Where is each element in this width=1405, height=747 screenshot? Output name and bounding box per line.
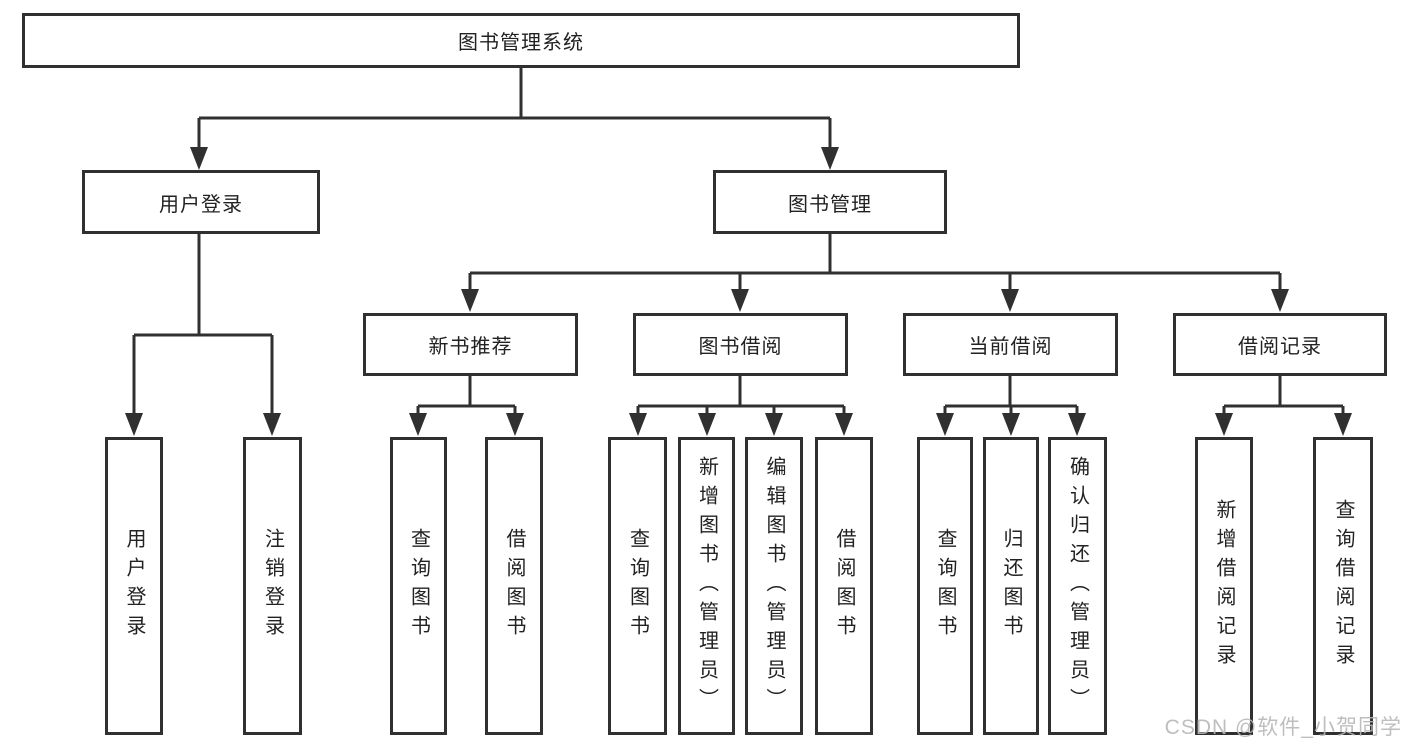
leaf-bb-add-books-admin-label: 新增图书（管理员） [695, 455, 718, 717]
leaf-logout: 注销登录 [243, 437, 302, 735]
node-borrowing-records: 借阅记录 [1173, 313, 1387, 376]
leaf-rec-borrow-books-label: 借阅图书 [503, 528, 525, 644]
leaf-br-query-record-label: 查询借阅记录 [1332, 499, 1354, 673]
leaf-cb-query-books-label: 查询图书 [934, 528, 956, 644]
leaf-logout-label: 注销登录 [261, 528, 284, 644]
leaf-cb-query-books: 查询图书 [917, 437, 973, 735]
node-new-book-recommend: 新书推荐 [363, 313, 578, 376]
leaf-bb-query-books: 查询图书 [608, 437, 667, 735]
leaf-cb-return-books-label: 归还图书 [1000, 528, 1022, 644]
leaf-bb-borrow-books-label: 借阅图书 [833, 528, 855, 644]
node-book-management: 图书管理 [713, 170, 947, 234]
leaf-br-add-record-label: 新增借阅记录 [1213, 499, 1235, 673]
leaf-user-login-label: 用户登录 [123, 528, 145, 644]
leaf-bb-query-books-label: 查询图书 [626, 528, 649, 644]
leaf-br-query-record: 查询借阅记录 [1313, 437, 1373, 735]
leaf-cb-return-books: 归还图书 [983, 437, 1039, 735]
leaf-rec-query-books-label: 查询图书 [407, 528, 430, 644]
arrowhead-icons [125, 147, 1352, 436]
leaf-cb-confirm-return-admin: 确认归还（管理员） [1048, 437, 1107, 735]
leaf-bb-edit-books-admin: 编辑图书（管理员） [745, 437, 803, 735]
node-user-login: 用户登录 [82, 170, 320, 234]
node-book-borrowing: 图书借阅 [633, 313, 848, 376]
leaf-rec-query-books: 查询图书 [390, 437, 447, 735]
watermark: CSDN @软件_小贺同学 [1164, 716, 1402, 739]
leaf-cb-confirm-return-admin-label: 确认归还（管理员） [1066, 455, 1089, 717]
leaf-user-login: 用户登录 [105, 437, 163, 735]
leaf-bb-edit-books-admin-label: 编辑图书（管理员） [763, 455, 785, 717]
node-library-management-system: 图书管理系统 [22, 13, 1020, 68]
node-current-borrowing: 当前借阅 [903, 313, 1118, 376]
leaf-bb-add-books-admin: 新增图书（管理员） [678, 437, 735, 735]
leaf-bb-borrow-books: 借阅图书 [815, 437, 873, 735]
leaf-br-add-record: 新增借阅记录 [1195, 437, 1253, 735]
leaf-rec-borrow-books: 借阅图书 [485, 437, 543, 735]
